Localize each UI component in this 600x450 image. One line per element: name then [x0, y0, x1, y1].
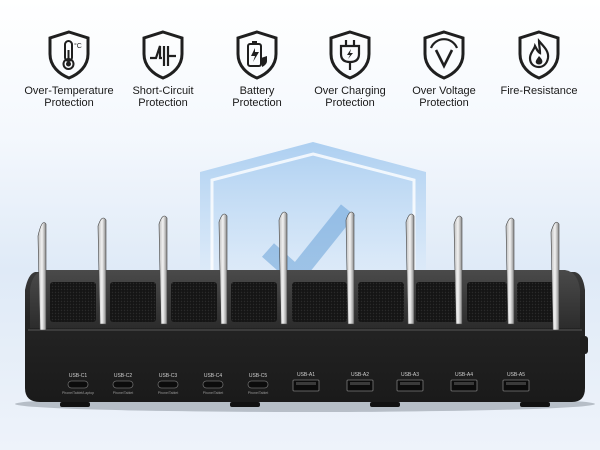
battery-icon	[236, 30, 278, 80]
port-sub-usb-c2: Phone/Tablet	[112, 391, 134, 395]
feature-label-line2: Protection	[419, 97, 469, 109]
port-label-usb-a4: USB-A4	[454, 372, 474, 378]
flame-icon	[518, 30, 560, 80]
feature-label-line2: Protection	[325, 97, 375, 109]
port-label-usb-c5: USB-C5	[248, 373, 268, 379]
port-label-usb-c2: USB-C2	[113, 373, 133, 379]
port-label-usb-a1: USB-A1	[296, 372, 316, 378]
port-label-usb-c4: USB-C4	[203, 373, 223, 379]
feature-label-line2: Protection	[232, 97, 282, 109]
port-label-usb-a5: USB-A5	[506, 372, 526, 378]
port-label-usb-a3: USB-A3	[400, 372, 420, 378]
plug-icon	[329, 30, 371, 80]
feature-label-line1: Battery	[239, 85, 275, 97]
feature-label-line1: Over Voltage	[412, 85, 476, 97]
feature-label-line1: Fire-Resistance	[500, 85, 578, 97]
feature-label-line2: Protection	[138, 97, 188, 109]
port-sub-usb-c1: Phone/Tablet/Laptop	[61, 391, 95, 395]
feature-label-line2: Protection	[44, 97, 94, 109]
feature-fire-resistance: Fire-Resistance	[489, 30, 589, 97]
circuit-icon	[142, 30, 184, 80]
port-sub-usb-c4: Phone/Tablet	[202, 391, 224, 395]
svg-text:°C: °C	[74, 42, 82, 50]
port-label-usb-a2: USB-A2	[350, 372, 370, 378]
port-sub-usb-c5: Phone/Tablet	[247, 391, 269, 395]
thermometer-icon: °C	[48, 30, 90, 80]
port-sub-usb-c3: Phone/Tablet	[157, 391, 179, 395]
feature-label-line1: Over Charging	[314, 85, 386, 97]
voltage-icon	[423, 30, 465, 80]
port-label-usb-c1: USB-C1	[68, 373, 88, 379]
feature-label-line1: Over-Temperature	[24, 85, 114, 97]
port-label-usb-c3: USB-C3	[158, 373, 178, 379]
feature-label-line1: Short-Circuit	[132, 85, 194, 97]
